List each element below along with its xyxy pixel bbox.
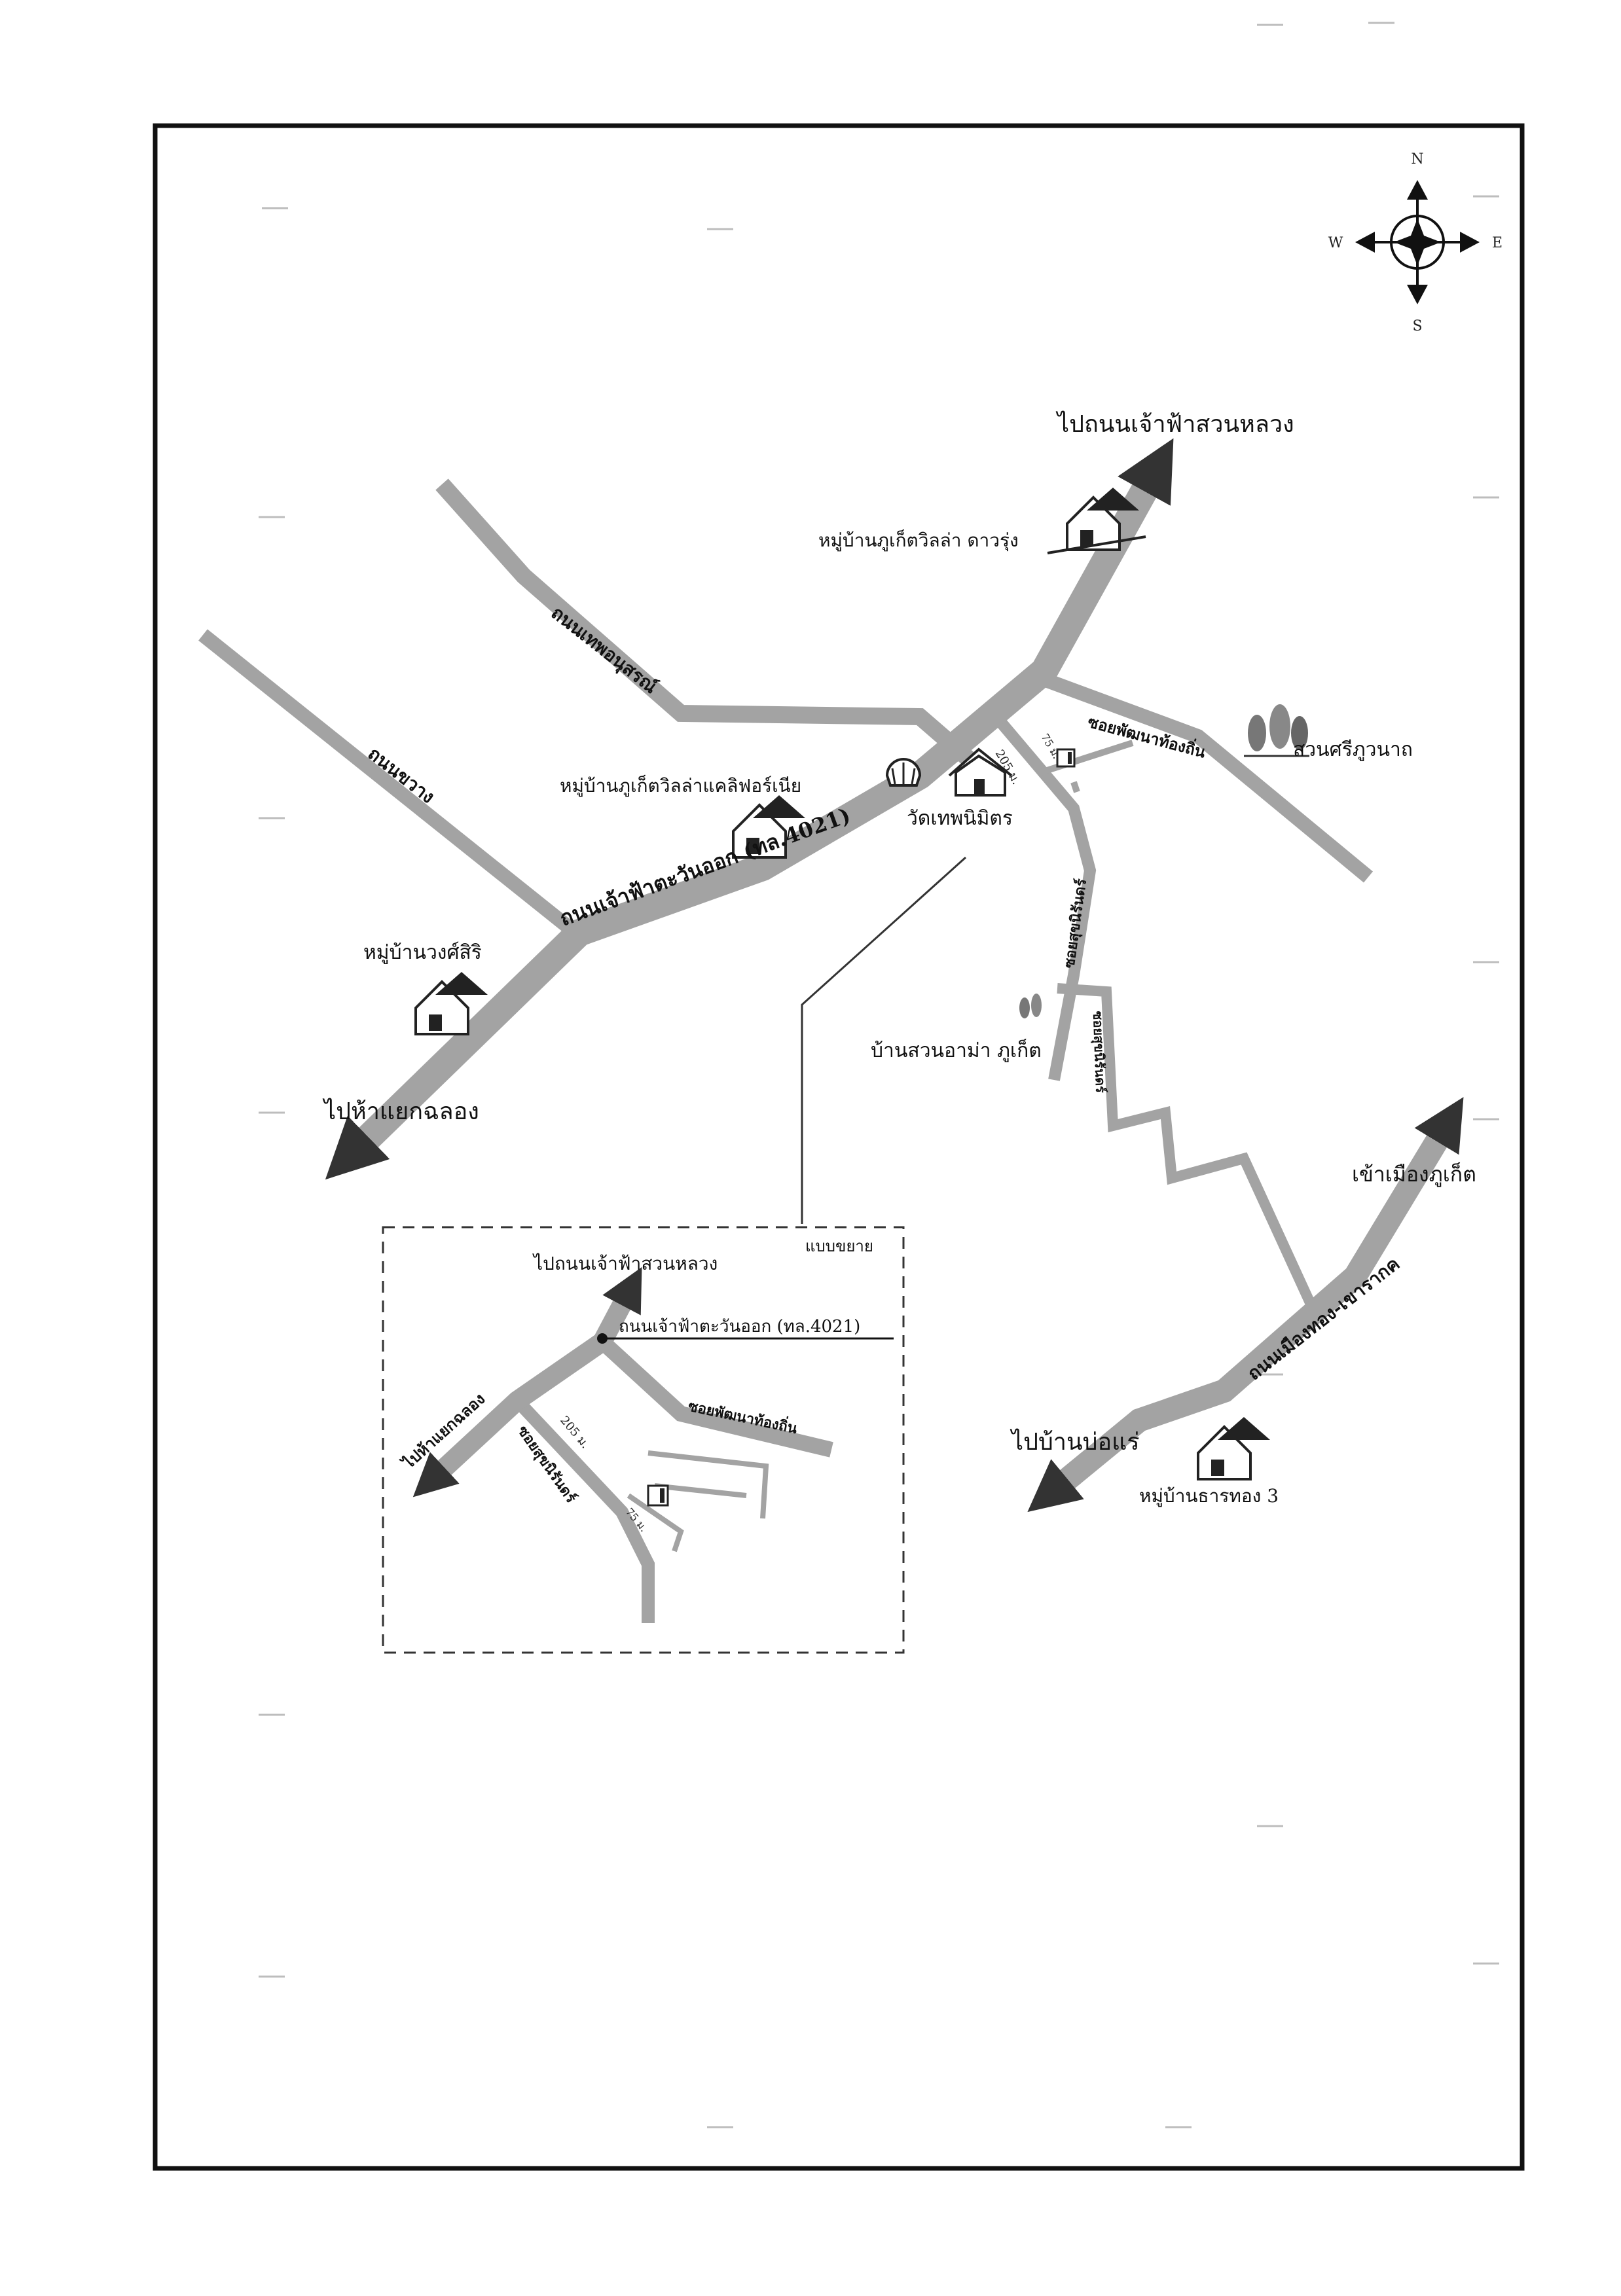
compass-s: S <box>1412 318 1422 334</box>
map-frame <box>153 123 1525 2171</box>
label-to-phuket-town: เข้าเมืองภูเก็ต <box>1352 1162 1476 1187</box>
tree-icon-park <box>1244 704 1309 757</box>
label-road-chaofa-east: ถนนเจ้าฟ้าตะวันออก (ทล.4021) <box>556 802 854 931</box>
compass-n: N <box>1411 151 1423 168</box>
label-to-haeyk-chalong: ไปห้าแยกฉลอง <box>322 1098 479 1125</box>
inset-road-soi-pattana <box>596 1336 833 1458</box>
label-dist-75: 75 ม. <box>1039 732 1063 761</box>
house-icon-dawrung <box>1047 488 1146 554</box>
temple-icon <box>948 747 1013 797</box>
road-mueang-thong <box>1027 1097 1464 1513</box>
house-icon-california <box>732 795 805 859</box>
label-village-california: หมู่บ้านภูเก็ตวิลล่าแคลิฟอร์เนีย <box>560 774 801 797</box>
inset-frame <box>382 1226 905 1654</box>
label-village-wongsiri: หมู่บ้านวงศ์สิริ <box>363 941 482 964</box>
compass-w: W <box>1328 235 1343 251</box>
label-road-mueang-thong: ถนนเมืองทอง-เขารากค <box>1243 1253 1404 1385</box>
inset-title: แบบขยาย <box>805 1237 873 1255</box>
road-chaofa-east <box>325 438 1174 1180</box>
inset-map: แบบขยาย ไปถนนเจ้าฟ้าสวนหลวง ถนนเจ้าฟ้าตะ… <box>382 1226 905 1654</box>
road-soi-pattana <box>1045 673 1374 883</box>
label-road-thepanusorn: ถนนเทพอนุสรณ์ <box>547 602 661 698</box>
label-soi-unnamed: ซอยสุขนิรันดร์ <box>1089 1011 1108 1093</box>
label-temple: วัดเทพนิมิตร <box>907 807 1013 830</box>
inset-leader-line <box>801 856 967 1224</box>
tree-icon-ama <box>1019 994 1042 1018</box>
road-kwang <box>198 629 584 942</box>
road-stub-2 <box>1070 781 1080 793</box>
inset-label-road-chaofa-east: ถนนเจ้าฟ้าตะวันออก (ทล.4021) <box>619 1317 860 1336</box>
inset-road-small-1 <box>647 1450 769 1519</box>
shell-station-icon <box>885 758 922 787</box>
inset-label-to-chaofa-suanluang: ไปถนนเจ้าฟ้าสวนหลวง <box>532 1253 718 1274</box>
house-icon-wongsiri <box>414 972 488 1035</box>
compass-rose-icon: N S E W <box>1328 151 1503 334</box>
inset-building-icon <box>647 1484 669 1507</box>
road-thepanusorn <box>435 478 975 766</box>
house-icon-thanthong <box>1197 1417 1270 1480</box>
inset-road-chaofa-east <box>412 1266 642 1498</box>
compass-e: E <box>1492 235 1503 251</box>
label-to-ban-bo-rae: ไปบ้านบ่อแร่ <box>1010 1428 1140 1456</box>
label-village-thanthong: หมู่บ้านธารทอง 3 <box>1139 1485 1279 1507</box>
label-to-chaofa-suanluang: ไปถนนเจ้าฟ้าสวนหลวง <box>1055 410 1294 438</box>
inset-road-small-2 <box>654 1483 747 1498</box>
building-icon <box>1056 748 1076 768</box>
label-park: สวนศรีภูวนาถ <box>1293 738 1413 761</box>
label-ban-suan-ama: บ้านสวนอาม่า ภูเก็ต <box>871 1038 1042 1062</box>
label-village-dawrung: หมู่บ้านภูเก็ตวิลล่า ดาวรุ่ง <box>818 529 1019 552</box>
inset-road-small-3 <box>627 1493 684 1552</box>
